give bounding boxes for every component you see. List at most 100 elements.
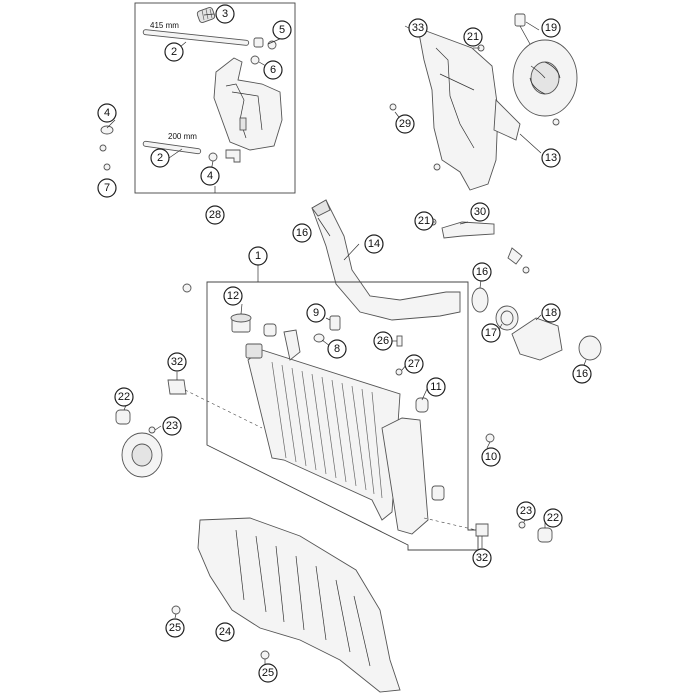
callout-circle xyxy=(541,18,561,38)
callout-16: 16 xyxy=(292,223,312,243)
callout-number: 9 xyxy=(313,307,319,319)
callout-33: 33 xyxy=(408,18,428,38)
callout-2: 2 xyxy=(150,148,170,168)
bracket-small xyxy=(507,247,530,274)
cooling-fan xyxy=(512,13,578,117)
callout-circle xyxy=(541,148,561,168)
radiator-shroud xyxy=(197,517,401,693)
callout-circle xyxy=(165,618,185,638)
callout-4: 4 xyxy=(97,103,117,123)
callout-circle xyxy=(292,223,312,243)
callout-11: 11 xyxy=(426,377,446,397)
rubber-buffer-22-left xyxy=(115,409,131,425)
callout-23: 23 xyxy=(162,416,182,436)
callout-circle xyxy=(306,303,326,323)
bracket-32-right xyxy=(475,523,489,537)
hose-long xyxy=(142,29,250,46)
callout-8: 8 xyxy=(327,339,347,359)
svg-text:415 mm: 415 mm xyxy=(150,21,179,30)
fan-shroud xyxy=(417,27,499,191)
callout-circle xyxy=(258,663,278,683)
screw-25-lower xyxy=(260,650,270,660)
callout-circle xyxy=(481,447,501,467)
callout-12: 12 xyxy=(223,286,243,306)
callout-number: 2 xyxy=(171,46,177,58)
bracket-32-left xyxy=(167,379,187,395)
callout-number: 16 xyxy=(296,227,308,239)
callout-number: 22 xyxy=(547,512,559,524)
callout-25: 25 xyxy=(258,663,278,683)
radiator xyxy=(245,329,445,535)
callout-number: 32 xyxy=(476,552,488,564)
callout-circle xyxy=(97,178,117,198)
callout-circle xyxy=(373,331,393,351)
callout-9: 9 xyxy=(306,303,326,323)
fitting-5 xyxy=(253,37,277,50)
hose-clamp-16-upper xyxy=(471,287,489,313)
callout-number: 2 xyxy=(157,152,163,164)
callout-6: 6 xyxy=(263,60,283,80)
callout-number: 27 xyxy=(408,358,420,370)
callout-circle xyxy=(150,148,170,168)
seal-ring-8 xyxy=(313,333,325,343)
callout-30: 30 xyxy=(470,202,490,222)
overflow-tank-inset: 415 mm 200 mm xyxy=(134,2,296,194)
mount-bolt xyxy=(182,283,192,293)
callout-number: 1 xyxy=(255,250,261,262)
clip-7 xyxy=(103,163,111,171)
callout-circle xyxy=(114,387,134,407)
callout-circle xyxy=(164,42,184,62)
callout-circle xyxy=(327,339,347,359)
callout-circle xyxy=(248,246,268,266)
overflow-tank xyxy=(213,57,283,151)
callout-circle xyxy=(463,27,483,47)
callout-number: 8 xyxy=(334,343,340,355)
callout-circle xyxy=(97,103,117,123)
callout-circle xyxy=(167,352,187,372)
callout-4: 4 xyxy=(200,166,220,186)
callout-number: 25 xyxy=(262,667,274,679)
callout-26: 26 xyxy=(373,331,393,351)
callout-circle xyxy=(404,354,424,374)
callout-16: 16 xyxy=(472,262,492,282)
callout-circle xyxy=(472,548,492,568)
callout-number: 23 xyxy=(166,420,178,432)
callout-19: 19 xyxy=(541,18,561,38)
fan-screws xyxy=(389,44,560,171)
callout-32: 32 xyxy=(472,548,492,568)
callout-circle xyxy=(200,166,220,186)
nut-6 xyxy=(250,55,260,65)
rubber-buffer-22-right xyxy=(537,527,553,543)
hose-clip-4-outer xyxy=(100,125,114,135)
hose-clamp-16-right xyxy=(578,335,602,361)
fan-bracket xyxy=(493,98,521,141)
callout-number: 10 xyxy=(485,451,497,463)
callout-number: 28 xyxy=(209,209,221,221)
screw-26 xyxy=(396,335,403,347)
callout-circle xyxy=(481,323,501,343)
callout-1: 1 xyxy=(248,246,268,266)
callout-24: 24 xyxy=(215,622,235,642)
callout-circle xyxy=(223,286,243,306)
callout-circle xyxy=(543,508,563,528)
callout-number: 21 xyxy=(467,31,479,43)
callout-number: 29 xyxy=(399,118,411,130)
callout-number: 22 xyxy=(118,391,130,403)
callout-28: 28 xyxy=(205,205,225,225)
nut-23-left xyxy=(148,426,156,434)
callout-number: 3 xyxy=(222,8,228,20)
callout-32: 32 xyxy=(167,352,187,372)
callout-25: 25 xyxy=(165,618,185,638)
callout-number: 23 xyxy=(520,505,532,517)
callout-29: 29 xyxy=(395,114,415,134)
screw-4-outer xyxy=(99,144,107,152)
callout-number: 18 xyxy=(545,307,557,319)
grommet xyxy=(263,323,277,337)
callout-circle xyxy=(572,364,592,384)
callout-number: 16 xyxy=(576,368,588,380)
callout-circle xyxy=(215,4,235,24)
dimension-hose-long: 415 mm xyxy=(150,21,179,30)
callout-13: 13 xyxy=(541,148,561,168)
bracket-30 xyxy=(429,218,495,239)
